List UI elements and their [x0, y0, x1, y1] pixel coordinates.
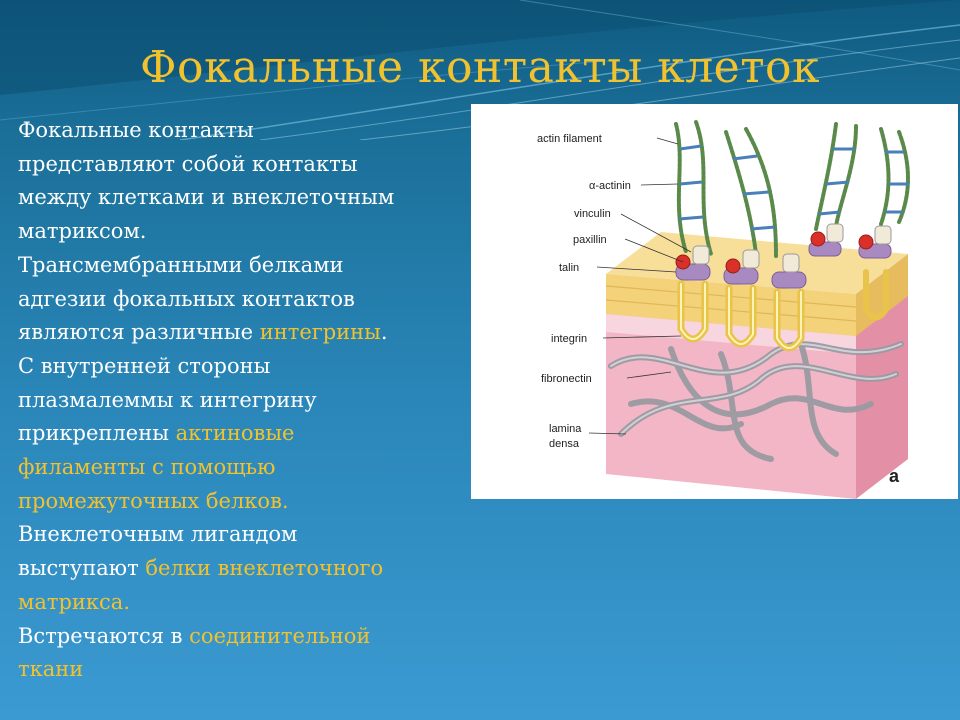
text-segment: . [380, 320, 388, 345]
body-line: ткани [18, 653, 458, 687]
highlighted-term: интегрины [259, 320, 381, 345]
label-lamina: lamina [549, 423, 582, 435]
highlighted-term: промежуточных белков. [18, 488, 289, 513]
label-alpha-actinin: α-actinin [589, 180, 631, 192]
body-line: Внеклеточным лигандом [18, 518, 458, 552]
body-text: Фокальные контакты представляют собой кон… [18, 114, 458, 687]
text-segment: выступают [18, 556, 146, 581]
focal-contact-diagram: actin filament α-actinin vinculin paxill… [537, 120, 910, 499]
body-line: промежуточных белков. [18, 485, 458, 519]
label-leader-lines [588, 137, 692, 435]
highlighted-term: ткани [18, 657, 84, 682]
body-line: филаменты с помощью [18, 451, 458, 485]
body-line: плазмалеммы к интегрину [18, 384, 458, 418]
text-segment: Встречаются в [18, 623, 190, 648]
highlighted-term: белки внеклеточного [145, 556, 384, 581]
body-line: матриксом. [18, 215, 458, 249]
body-line: прикреплены актиновые [18, 417, 458, 451]
highlighted-term: актиновые [175, 421, 295, 446]
body-line: матрикса. [18, 586, 458, 620]
body-line: между клетками и внеклеточным [18, 181, 458, 215]
decorative-waves [0, 0, 960, 140]
text-segment: являются различные [18, 320, 260, 345]
text-segment: матриксом. [18, 219, 147, 244]
text-segment: Трансмембранными белками [18, 252, 344, 277]
highlighted-term: соединительной [189, 623, 371, 648]
label-paxillin: paxillin [573, 234, 607, 246]
focal-contact-figure: actin filament α-actinin vinculin paxill… [471, 104, 958, 499]
text-segment: Внеклеточным лигандом [18, 522, 298, 547]
text-segment: С внутренней стороны [18, 353, 271, 378]
body-line: Фокальные контакты [18, 114, 458, 148]
highlighted-term: матрикса. [18, 589, 130, 614]
text-segment: Фокальные контакты [18, 118, 254, 142]
vinculin-proteins [692, 223, 892, 273]
body-line: адгезии фокальных контактов [18, 283, 458, 317]
label-talin: talin [559, 262, 579, 274]
integrins [677, 269, 889, 352]
actin-filaments [674, 120, 910, 258]
label-actin-filament: actin filament [537, 133, 602, 145]
text-segment: прикреплены [18, 421, 176, 446]
body-line: С внутренней стороны [18, 350, 458, 384]
text-segment: представляют собой контакты [18, 151, 358, 176]
label-fibronectin: fibronectin [541, 373, 592, 385]
slide-title: Фокальные контакты клеток [139, 42, 821, 93]
text-segment: между клетками и внеклеточным [18, 185, 395, 210]
body-line: являются различные интегрины. [18, 316, 458, 350]
text-segment: плазмалеммы к интегрину [18, 387, 317, 412]
label-vinculin: vinculin [574, 208, 611, 220]
text-segment: адгезии фокальных контактов [18, 286, 355, 311]
body-line: Трансмембранными белками [18, 249, 458, 283]
label-integrin: integrin [551, 333, 587, 345]
body-line: Встречаются в соединительной [18, 620, 458, 654]
panel-letter: a [889, 466, 900, 486]
body-line: представляют собой контакты [18, 148, 458, 182]
alpha-actinin-rungs [678, 144, 909, 231]
body-line: выступают белки внеклеточного [18, 552, 458, 586]
highlighted-term: филаменты с помощью [18, 455, 276, 480]
label-densa: densa [549, 438, 580, 450]
